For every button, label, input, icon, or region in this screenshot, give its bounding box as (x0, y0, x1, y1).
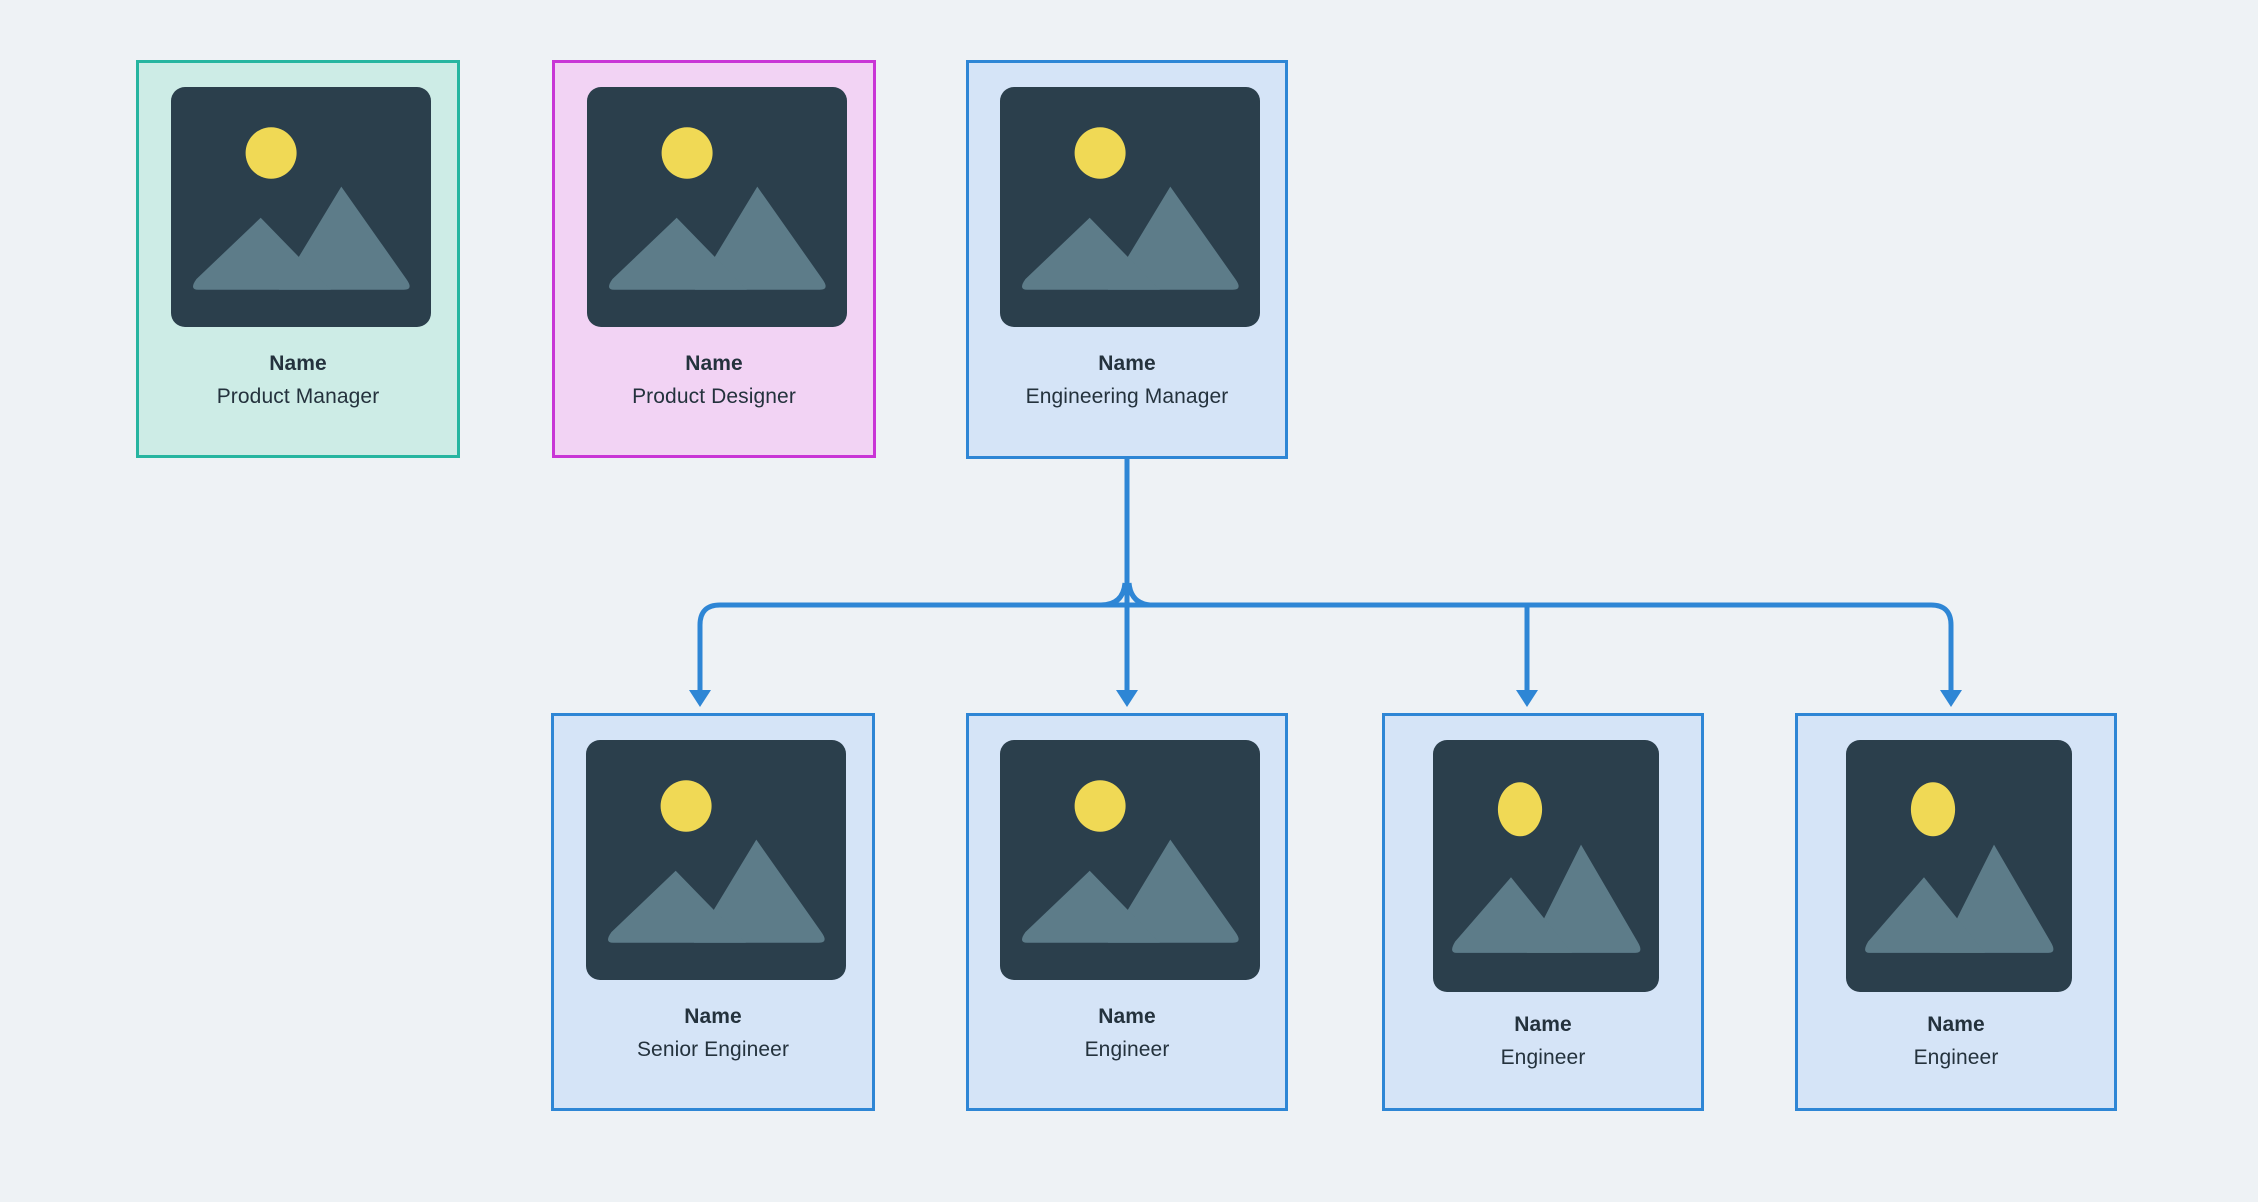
mountain-left-shape (1022, 217, 1160, 290)
mountain-left-shape (1865, 877, 1985, 953)
image-placeholder-icon (608, 780, 825, 943)
node-role-label: Product Manager (216, 385, 380, 408)
node-name-label: Name (1098, 352, 1156, 375)
node-name-label: Name (1927, 1013, 1985, 1036)
sun-shape (661, 127, 713, 179)
node-name-label: Name (685, 352, 743, 375)
image-placeholder-icon (1865, 782, 2054, 953)
node-role-label: Product Designer (632, 385, 796, 408)
node-name-label: Name (269, 352, 327, 375)
node-role-label: Engineer (1913, 1046, 1999, 1069)
sun-shape (1074, 127, 1126, 179)
photo-placeholder-frame (587, 87, 847, 327)
photo-placeholder-frame (1000, 740, 1260, 980)
sun-shape (1074, 780, 1126, 832)
mountain-right-shape (1107, 186, 1239, 290)
image-placeholder-icon (609, 127, 826, 290)
connector-junction-fillet-right (1126, 582, 1154, 608)
connector-arrowhead-0 (689, 690, 711, 707)
photo-placeholder-frame (1000, 87, 1260, 327)
mountain-right-shape (278, 186, 410, 290)
node-role-label: Engineer (1500, 1046, 1586, 1069)
connector-arrowhead-2 (1516, 690, 1538, 707)
mountain-left-shape (193, 217, 331, 290)
connector-junction-fillet-left (1100, 582, 1128, 608)
mountain-right-shape (694, 186, 826, 290)
mountain-left-shape (608, 870, 746, 943)
mountain-right-shape (1107, 839, 1239, 943)
mountain-left-shape (609, 217, 747, 290)
image-placeholder-icon (193, 127, 410, 290)
image-placeholder-icon (1022, 127, 1239, 290)
photo-placeholder-frame (586, 740, 846, 980)
node-role-label: Senior Engineer (636, 1038, 790, 1061)
mountain-right-shape (1526, 844, 1641, 953)
node-name-label: Name (1514, 1013, 1572, 1036)
mountain-left-shape (1022, 870, 1160, 943)
sun-shape (1910, 782, 1956, 837)
sun-shape (1497, 782, 1543, 837)
mountain-left-shape (1452, 877, 1572, 953)
node-name-label: Name (684, 1005, 742, 1028)
photo-placeholder-frame (171, 87, 431, 327)
photo-placeholder-frame (1433, 740, 1659, 992)
connector-bus (697, 602, 1954, 690)
node-role-label: Engineering Manager (1025, 385, 1229, 408)
mountain-right-shape (693, 839, 825, 943)
node-role-label: Engineer (1084, 1038, 1170, 1061)
sun-shape (245, 127, 297, 179)
connector-arrowhead-3 (1940, 690, 1962, 707)
mountain-right-shape (1939, 844, 2054, 953)
node-name-label: Name (1098, 1005, 1156, 1028)
connector-arrowhead-1 (1116, 690, 1138, 707)
photo-placeholder-frame (1846, 740, 2072, 992)
image-placeholder-icon (1452, 782, 1641, 953)
image-placeholder-icon (1022, 780, 1239, 943)
sun-shape (660, 780, 712, 832)
